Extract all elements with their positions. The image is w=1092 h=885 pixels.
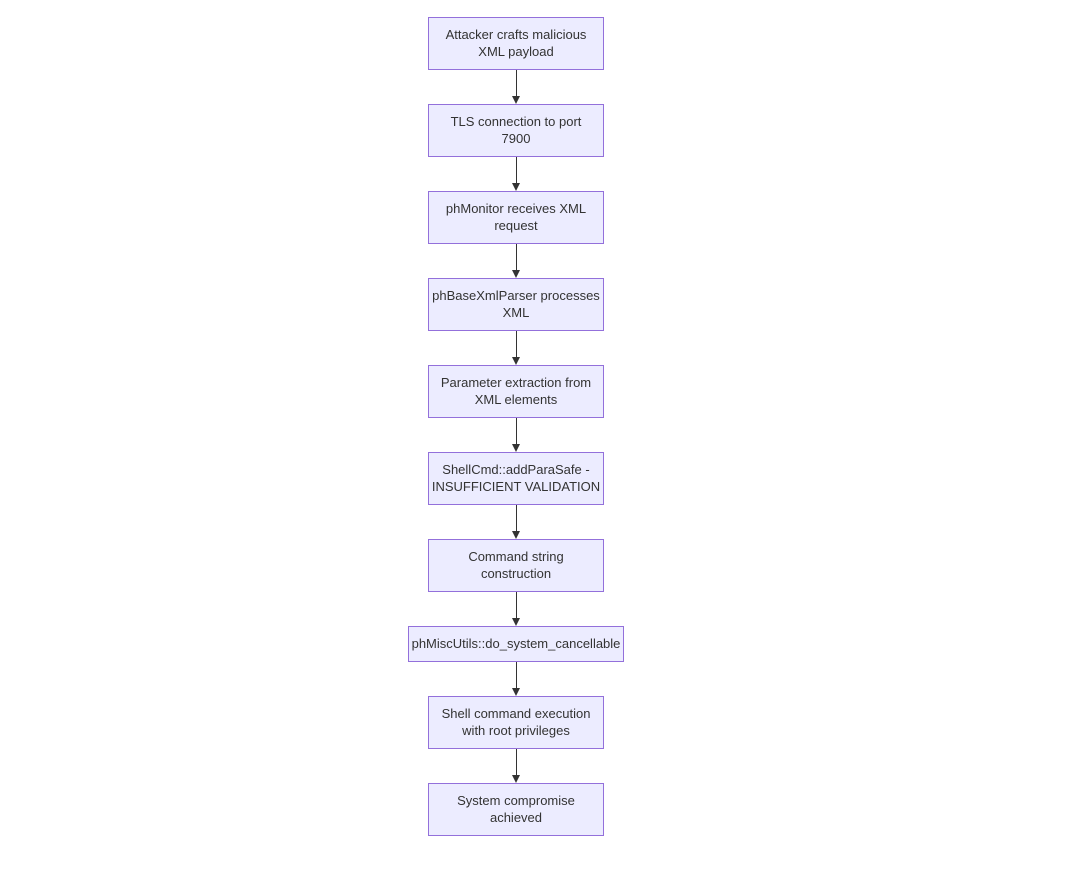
arrow-line xyxy=(515,505,517,532)
flow-node-insufficient-validation: ShellCmd::addParaSafe - INSUFFICIENT VAL… xyxy=(428,452,604,505)
node-label-line: with root privileges xyxy=(462,722,570,738)
node-label-line: ShellCmd::addParaSafe - xyxy=(442,462,590,477)
node-label-line: phMonitor receives XML xyxy=(445,201,587,216)
arrow-line xyxy=(515,244,517,271)
node-label-line: construction xyxy=(480,565,552,581)
flow-arrow xyxy=(512,505,520,539)
flow-arrow xyxy=(512,70,520,104)
flow-arrow xyxy=(512,418,520,452)
flow-arrow xyxy=(512,662,520,696)
flow-arrow xyxy=(512,749,520,783)
arrow-head-icon xyxy=(512,357,520,365)
arrow-line xyxy=(515,418,517,445)
flow-node-phmonitor-receives: phMonitor receives XML request xyxy=(428,191,604,244)
node-label-line: Shell command execution xyxy=(441,706,591,721)
flow-node-do-system-cancellable: phMiscUtils::do_system_cancellable xyxy=(408,626,624,662)
node-label-line: XML xyxy=(502,304,530,320)
arrow-line xyxy=(515,70,517,97)
node-label-line: Parameter extraction from xyxy=(440,375,592,390)
arrow-line xyxy=(515,749,517,776)
flow-arrow xyxy=(512,592,520,626)
node-label-line: XML elements xyxy=(474,391,558,407)
flow-node-shell-execution: Shell command execution with root privil… xyxy=(428,696,604,749)
flow-node-attacker-payload: Attacker crafts malicious XML payload xyxy=(428,17,604,70)
node-label-line: Attacker crafts malicious xyxy=(445,27,587,42)
flow-node-tls-connection: TLS connection to port 7900 xyxy=(428,104,604,157)
node-label-line: INSUFFICIENT VALIDATION xyxy=(431,478,601,494)
node-label-line: request xyxy=(494,217,538,233)
flow-arrow xyxy=(512,157,520,191)
arrow-head-icon xyxy=(512,96,520,104)
arrow-line xyxy=(515,662,517,689)
arrow-head-icon xyxy=(512,688,520,696)
arrow-line xyxy=(515,157,517,184)
node-label-line: phMiscUtils::do_system_cancellable xyxy=(411,635,621,651)
arrow-head-icon xyxy=(512,618,520,626)
flow-arrow xyxy=(512,244,520,278)
node-label-line: 7900 xyxy=(501,130,531,146)
node-label-line: System compromise xyxy=(457,793,575,808)
flowchart-column: Attacker crafts malicious XML payload TL… xyxy=(408,17,624,836)
flow-node-command-construction: Command string construction xyxy=(428,539,604,592)
arrow-head-icon xyxy=(512,775,520,783)
arrow-head-icon xyxy=(512,183,520,191)
node-label-line: TLS connection to port xyxy=(450,114,582,129)
arrow-head-icon xyxy=(512,444,520,452)
node-label-line: phBaseXmlParser processes xyxy=(432,288,600,303)
node-label-line: achieved xyxy=(489,809,543,825)
node-label-line: Command string xyxy=(468,549,564,564)
flow-arrow xyxy=(512,331,520,365)
arrow-line xyxy=(515,331,517,358)
arrow-line xyxy=(515,592,517,619)
arrow-head-icon xyxy=(512,270,520,278)
flow-node-parameter-extraction: Parameter extraction from XML elements xyxy=(428,365,604,418)
node-label-line: XML payload xyxy=(478,43,554,59)
flow-node-system-compromise: System compromise achieved xyxy=(428,783,604,836)
arrow-head-icon xyxy=(512,531,520,539)
flow-node-xml-parser: phBaseXmlParser processes XML xyxy=(428,278,604,331)
